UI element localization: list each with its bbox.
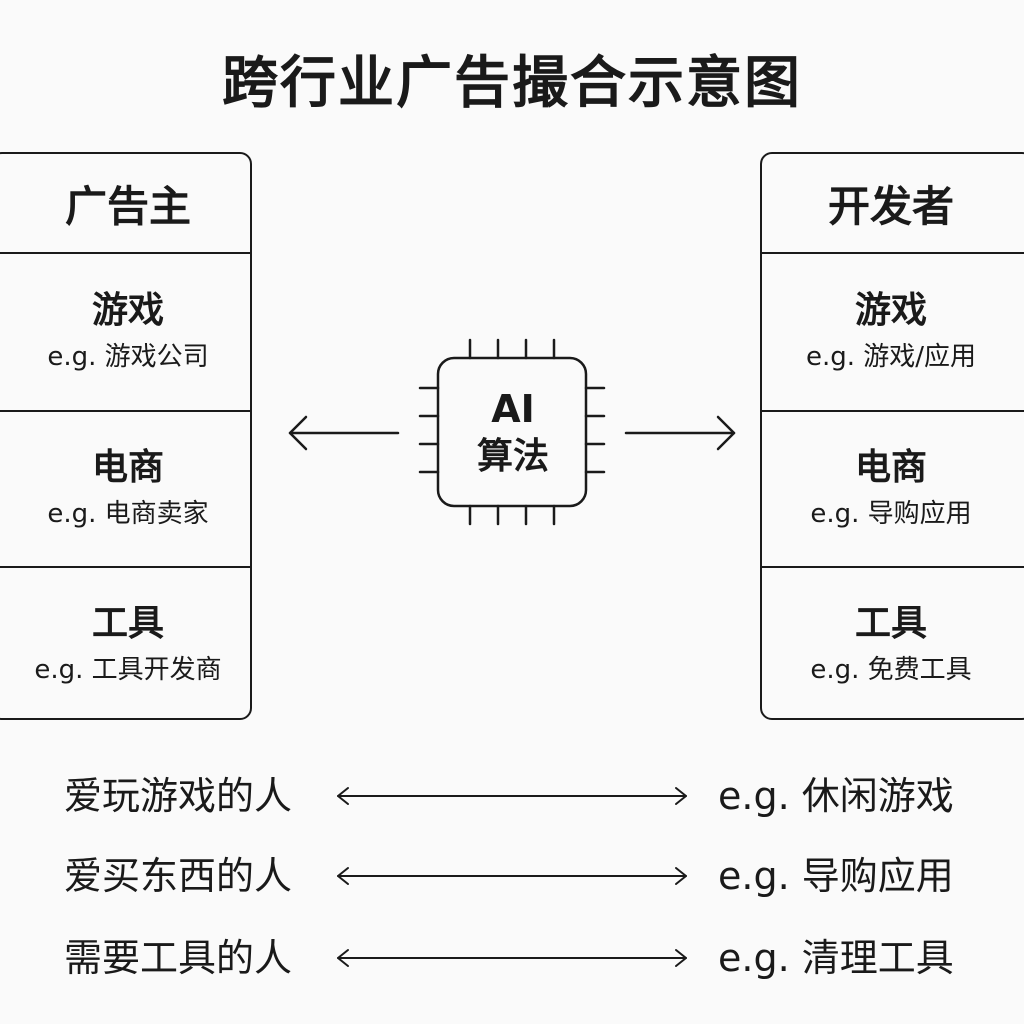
advertiser-row-title: 电商 bbox=[91, 447, 164, 488]
mapping-app-example: e.g. 休闲游戏 bbox=[718, 774, 954, 818]
double-arrow-icon bbox=[337, 787, 687, 805]
double-arrow-icon bbox=[337, 867, 687, 885]
mapping-audience: 需要工具的人 bbox=[64, 936, 293, 980]
advertiser-row-games: 游戏 e.g. 游戏公司 bbox=[0, 254, 250, 410]
mapping-row: 爱买东西的人 e.g. 导购应用 bbox=[0, 846, 1024, 906]
mapping-app-example: e.g. 导购应用 bbox=[718, 854, 954, 898]
arrow-left-icon bbox=[288, 415, 400, 451]
developer-row-example: e.g. 游戏/应用 bbox=[805, 342, 977, 372]
advertiser-row-example: e.g. 工具开发商 bbox=[34, 655, 222, 685]
mapping-row: 爱玩游戏的人 e.g. 休闲游戏 bbox=[0, 766, 1024, 826]
diagram-title: 跨行业广告撮合示意图 bbox=[222, 51, 802, 116]
developer-row-games: 游戏 e.g. 游戏/应用 bbox=[762, 254, 1024, 410]
developer-row-ecommerce: 电商 e.g. 导购应用 bbox=[762, 410, 1024, 566]
advertiser-panel: 广告主 游戏 e.g. 游戏公司 电商 e.g. 电商卖家 工具 e.g. 工具… bbox=[0, 152, 252, 720]
advertiser-row-ecommerce: 电商 e.g. 电商卖家 bbox=[0, 410, 250, 566]
center-graphic bbox=[288, 338, 736, 526]
mapping-app-example: e.g. 清理工具 bbox=[718, 936, 954, 980]
advertiser-header: 广告主 bbox=[0, 154, 250, 254]
chip-icon bbox=[418, 338, 606, 526]
mapping-audience: 爱买东西的人 bbox=[64, 854, 293, 898]
arrow-right-icon bbox=[624, 415, 736, 451]
developer-row-tools: 工具 e.g. 免费工具 bbox=[762, 566, 1024, 718]
double-arrow-icon bbox=[337, 949, 687, 967]
advertiser-row-example: e.g. 电商卖家 bbox=[47, 499, 209, 529]
advertiser-row-title: 工具 bbox=[91, 603, 164, 644]
chip-label: AI 算法 bbox=[440, 385, 586, 481]
advertiser-row-tools: 工具 e.g. 工具开发商 bbox=[0, 566, 250, 718]
advertiser-row-title: 游戏 bbox=[91, 290, 164, 331]
chip-label-line1: AI bbox=[491, 387, 535, 431]
developer-row-title: 游戏 bbox=[854, 290, 927, 331]
mapping-row: 需要工具的人 e.g. 清理工具 bbox=[0, 928, 1024, 988]
developer-row-example: e.g. 导购应用 bbox=[810, 499, 972, 529]
developer-row-title: 电商 bbox=[854, 447, 927, 488]
developer-header: 开发者 bbox=[762, 154, 1024, 254]
chip-label-line2: 算法 bbox=[476, 436, 549, 477]
developer-row-title: 工具 bbox=[854, 603, 927, 644]
developer-panel: 开发者 游戏 e.g. 游戏/应用 电商 e.g. 导购应用 工具 e.g. 免… bbox=[760, 152, 1024, 720]
mapping-audience: 爱玩游戏的人 bbox=[64, 774, 293, 818]
developer-row-example: e.g. 免费工具 bbox=[810, 655, 972, 685]
advertiser-row-example: e.g. 游戏公司 bbox=[47, 342, 209, 372]
